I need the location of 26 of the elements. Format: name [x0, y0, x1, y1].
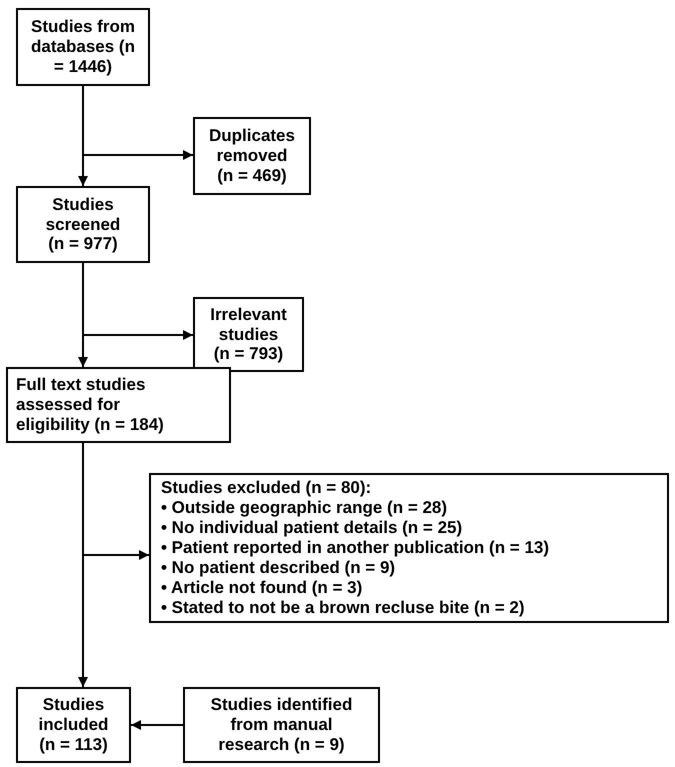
process-box: [16, 186, 150, 263]
box-text: • Stated to not be a brown recluse bite (n = 2): [161, 598, 524, 618]
process-box: [183, 687, 380, 763]
process-box: [6, 367, 231, 443]
process-box: [16, 687, 131, 763]
box-text: • No patient described (n = 9): [161, 558, 396, 578]
box-text: Duplicates removed (n = 469): [209, 126, 295, 186]
box-text: Studies screened (n = 977): [44, 194, 122, 254]
box-text: • Article not found (n = 3): [161, 578, 362, 598]
box-text: • Patient reported in another publication (n = 13): [161, 538, 550, 558]
process-box: [149, 473, 669, 623]
box-text: • No individual patient details (n = 25): [161, 518, 462, 538]
process-box: [193, 117, 311, 195]
process-box: [16, 8, 150, 86]
box-text: Studies identified from manual research (n = 9): [210, 695, 354, 755]
box-text: Studies excluded (n = 80):: [161, 478, 372, 498]
arrow: [82, 86, 193, 160]
arrow: [82, 263, 193, 340]
box-text: Studies from databases (n = 1446): [31, 17, 135, 77]
arrow: [131, 720, 183, 730]
box-text: Full text studies assessed for eligibility (n = 184): [16, 375, 165, 435]
process-box: [193, 297, 304, 372]
box-text: Irrelevant studies (n = 793): [209, 304, 288, 364]
arrow: [82, 443, 149, 560]
box-text: • Outside geographic range (n = 28): [161, 498, 448, 518]
box-text: Studies included (n = 113): [38, 695, 110, 755]
